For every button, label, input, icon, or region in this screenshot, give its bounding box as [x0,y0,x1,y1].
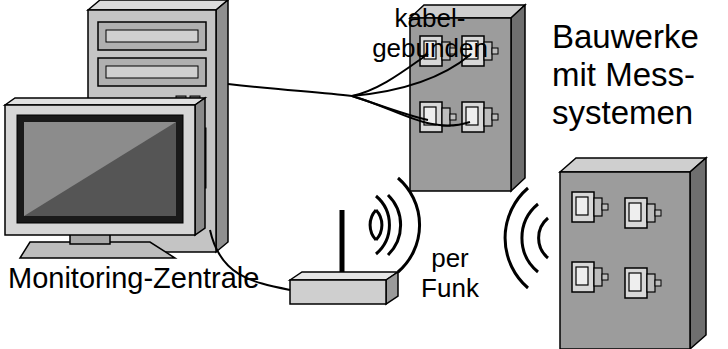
connection-label: per Funk [408,244,492,304]
structure-label: Bauwerke mit Mess- systemen [552,18,724,132]
monitor [5,98,205,258]
router [290,210,398,304]
cables [228,54,470,126]
center-label: Monitoring-Zentrale [8,262,298,295]
structure-wireless [560,158,706,349]
connection-label: kabel- gebunden [368,4,492,64]
